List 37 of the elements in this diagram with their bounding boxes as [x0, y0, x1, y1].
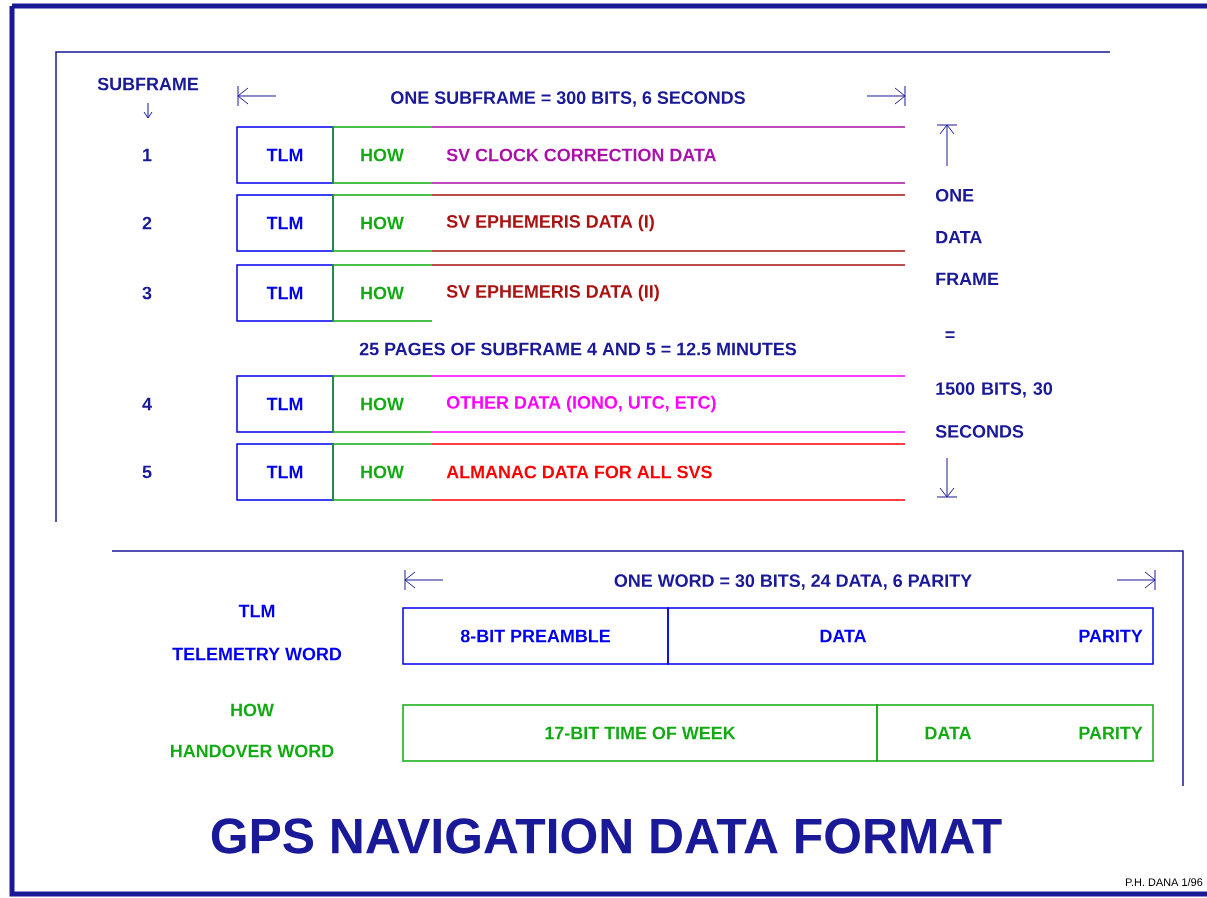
- title: GPS NAVIGATION DATA FORMAT: [211, 818, 1002, 854]
- dimension-label: 1500 BITS, 30 SECONDS: [935, 382, 1053, 438]
- note: 25 PAGES OF SUBFRAME 4 AND 5 = 12.5 MINUTES: [359, 342, 797, 356]
- tlm-box: TLM: [236, 443, 334, 501]
- credit-text: P.H. DANA 1/96: [1125, 878, 1203, 886]
- how-cell: HOW: [332, 264, 433, 322]
- preamble-cell: 8-BIT PREAMBLE: [402, 607, 669, 665]
- data-cell: ALMANAC DATA FOR ALL SVS: [431, 443, 906, 501]
- time-of-week-cell: 17-BIT TIME OF WEEK: [402, 704, 878, 762]
- word-label: HOW: [231, 703, 274, 717]
- dimension-label: ONE SUBFRAME = 300 BITS, 6 SECONDS: [391, 91, 745, 107]
- how-cell: HOW: [332, 443, 433, 501]
- data-parity-cell: DATA PARITY: [876, 704, 1154, 762]
- word-label: TELEMETRY WORD: [172, 647, 342, 661]
- tlm-box: TLM: [236, 194, 334, 252]
- data-cell: SV EPHEMERIS DATA (II): [431, 264, 906, 302]
- data-cell: SV EPHEMERIS DATA (I): [431, 194, 906, 252]
- row-number: 5: [142, 465, 152, 479]
- row-number: 2: [142, 216, 152, 230]
- how-cell: HOW: [332, 375, 433, 433]
- row-heading: SUBFRAME: [97, 77, 199, 91]
- dimension-label: ONE DATA FRAME: [935, 188, 999, 286]
- tlm-box: TLM: [236, 375, 334, 433]
- tlm-box: TLM: [236, 126, 334, 184]
- data-parity-cell: DATA PARITY: [667, 607, 1154, 665]
- row-number: 1: [143, 148, 152, 162]
- dimension-label: ONE WORD = 30 BITS, 24 DATA, 6 PARITY: [614, 574, 972, 590]
- word-label: TLM: [238, 604, 275, 618]
- row-number: 3: [142, 286, 152, 300]
- tlm-box: TLM: [236, 264, 334, 322]
- data-cell: SV CLOCK CORRECTION DATA: [431, 126, 906, 184]
- word-label: HANDOVER WORD: [171, 744, 334, 758]
- data-cell: OTHER DATA (IONO, UTC, ETC): [431, 375, 906, 433]
- how-cell: HOW: [332, 126, 433, 184]
- how-cell: HOW: [332, 194, 433, 252]
- row-number: 4: [142, 397, 152, 411]
- dimension-label: =: [945, 331, 955, 339]
